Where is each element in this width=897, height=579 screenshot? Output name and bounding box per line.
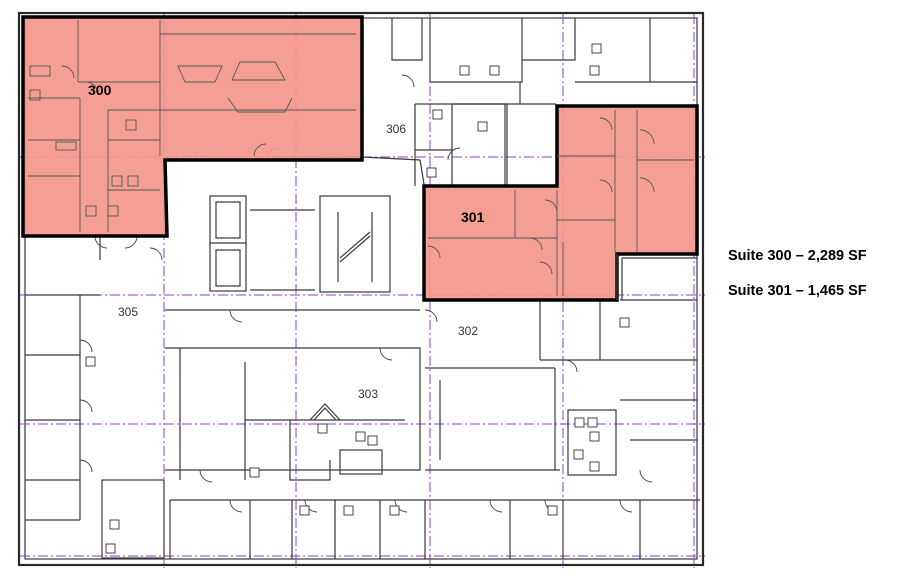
room-numbers: 306 305 302 303	[118, 122, 478, 401]
room-label-306: 306	[386, 122, 406, 136]
fixtures	[85, 43, 630, 554]
room-label-302: 302	[458, 324, 478, 338]
interior-walls	[25, 18, 700, 559]
suite-300[interactable]: 300	[21, 15, 364, 238]
legend-suite-300: Suite 300 – 2,289 SF	[728, 248, 867, 264]
suite-301[interactable]: 301	[422, 104, 699, 302]
suite-300-interior	[28, 20, 356, 232]
suite-300-label: 300	[88, 82, 112, 98]
suite-301-interior	[427, 110, 694, 296]
room-label-305: 305	[118, 305, 138, 319]
legend-suite-301: Suite 301 – 1,465 SF	[728, 283, 867, 299]
suite-301-label: 301	[461, 209, 485, 225]
inset-walls	[615, 254, 697, 300]
room-label-303: 303	[358, 387, 378, 401]
